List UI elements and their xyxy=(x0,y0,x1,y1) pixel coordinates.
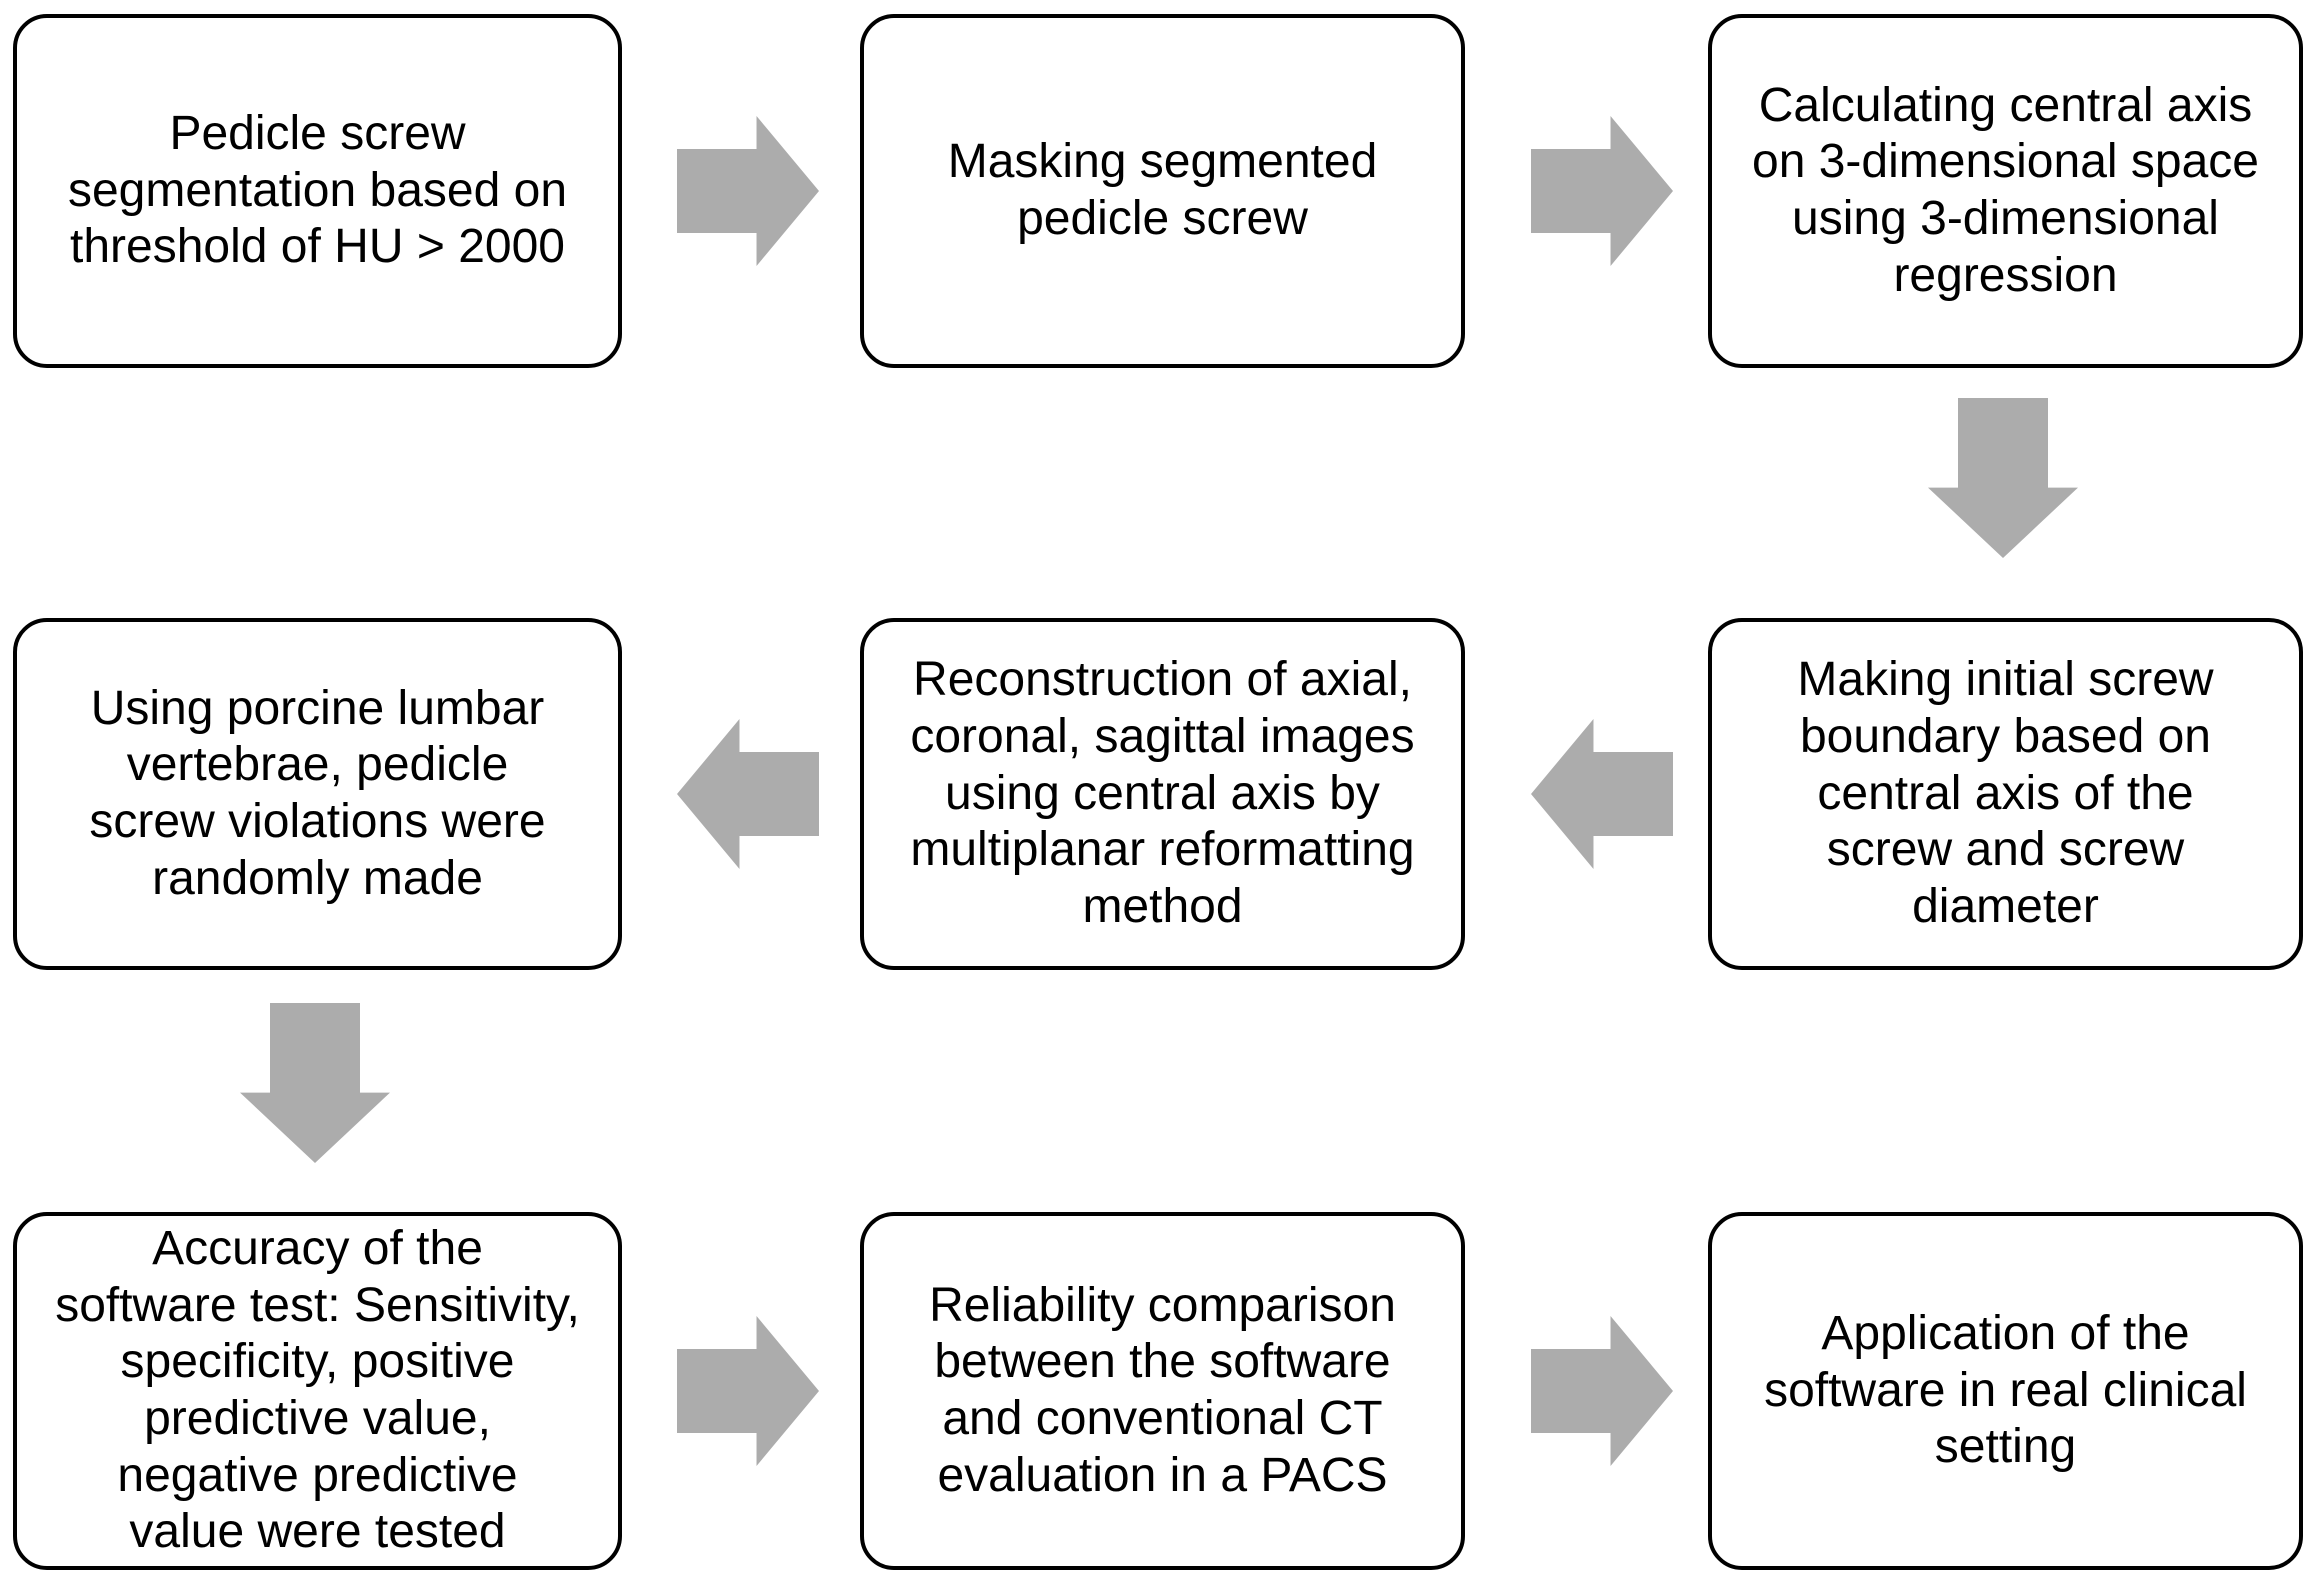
step-pedicle-screw-segmentation: Pedicle screw segmentation based on thre… xyxy=(13,14,622,368)
step-initial-screw-boundary: Making initial screw boundary based on c… xyxy=(1708,618,2303,970)
step-clinical-application: Application of the software in real clin… xyxy=(1708,1212,2303,1570)
flow-arrow-step1-to-step2 xyxy=(677,116,819,266)
flow-arrow-step4-to-step5 xyxy=(1531,719,1673,869)
step-3-label: Calculating central axis on 3-dimensiona… xyxy=(1752,78,2259,302)
step-masking-segmented-screw: Masking segmented pedicle screw xyxy=(860,14,1465,368)
step-mpr-reconstruction: Reconstruction of axial, coronal, sagitt… xyxy=(860,618,1465,970)
flow-arrow-step2-to-step3 xyxy=(1531,116,1673,266)
step-2-label: Masking segmented pedicle screw xyxy=(947,135,1378,245)
flow-arrow-step8-to-step9 xyxy=(1531,1316,1673,1466)
step-calculating-central-axis: Calculating central axis on 3-dimensiona… xyxy=(1708,14,2303,368)
step-8-label: Reliability comparison between the softw… xyxy=(929,1278,1396,1502)
flow-arrow-step3-to-step4 xyxy=(1928,398,2078,558)
step-5-label: Reconstruction of axial, coronal, sagitt… xyxy=(910,653,1415,933)
flow-arrow-step7-to-step8 xyxy=(677,1316,819,1466)
step-accuracy-test: Accuracy of the software test: Sensitivi… xyxy=(13,1212,622,1570)
step-9-label: Application of the software in real clin… xyxy=(1764,1307,2247,1474)
step-1-label: Pedicle screw segmentation based on thre… xyxy=(67,107,568,274)
flow-arrow-step6-to-step7 xyxy=(240,1003,390,1163)
step-6-label: Using porcine lumbar vertebrae, pedicle … xyxy=(89,681,546,905)
step-porcine-screw-violations: Using porcine lumbar vertebrae, pedicle … xyxy=(13,618,622,970)
step-4-label: Making initial screw boundary based on c… xyxy=(1797,653,2214,933)
step-7-label: Accuracy of the software test: Sensitivi… xyxy=(55,1222,580,1559)
step-reliability-comparison: Reliability comparison between the softw… xyxy=(860,1212,1465,1570)
flow-arrow-step5-to-step6 xyxy=(677,719,819,869)
